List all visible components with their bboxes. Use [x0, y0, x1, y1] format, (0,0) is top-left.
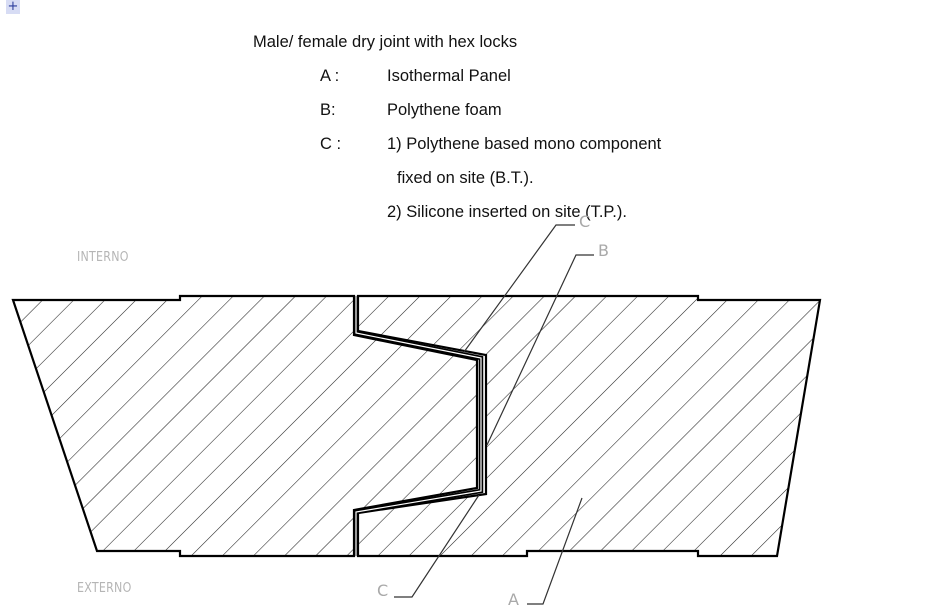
callout-b: B — [598, 241, 609, 260]
legend-key-b: B: — [320, 101, 336, 119]
leader-a — [527, 497, 583, 605]
label-externo: EXTERNO — [77, 580, 132, 596]
label-interno: INTERNO — [77, 249, 129, 265]
callout-c-bottom: C — [377, 581, 389, 600]
diagram-title: Male/ female dry joint with hex locks — [253, 33, 518, 51]
legend-key-a: A : — [320, 67, 340, 85]
callout-a: A — [508, 590, 519, 609]
legend-key-c: C : — [320, 135, 342, 153]
callout-c-top: C — [579, 212, 591, 231]
leader-c-top — [463, 224, 575, 353]
joint-seal-inner — [355, 296, 482, 556]
legend-text-c-item2: 2) Silicone inserted on site (T.P.). — [387, 203, 627, 221]
panel-right-outline — [356, 294, 822, 558]
legend-text-b: Polythene foam — [387, 101, 502, 119]
legend-text-c: 1) Polythene based mono component — [387, 135, 662, 153]
legend-text-c-continued: fixed on site (B.T.). — [397, 169, 534, 187]
leader-c-bottom — [394, 494, 480, 598]
leader-b — [486, 254, 594, 446]
anchor-marker-icon[interactable]: + — [6, 0, 20, 14]
legend-text-a: Isothermal Panel — [387, 67, 511, 85]
leader-lines — [394, 224, 594, 605]
panel-left-outline — [11, 294, 479, 558]
